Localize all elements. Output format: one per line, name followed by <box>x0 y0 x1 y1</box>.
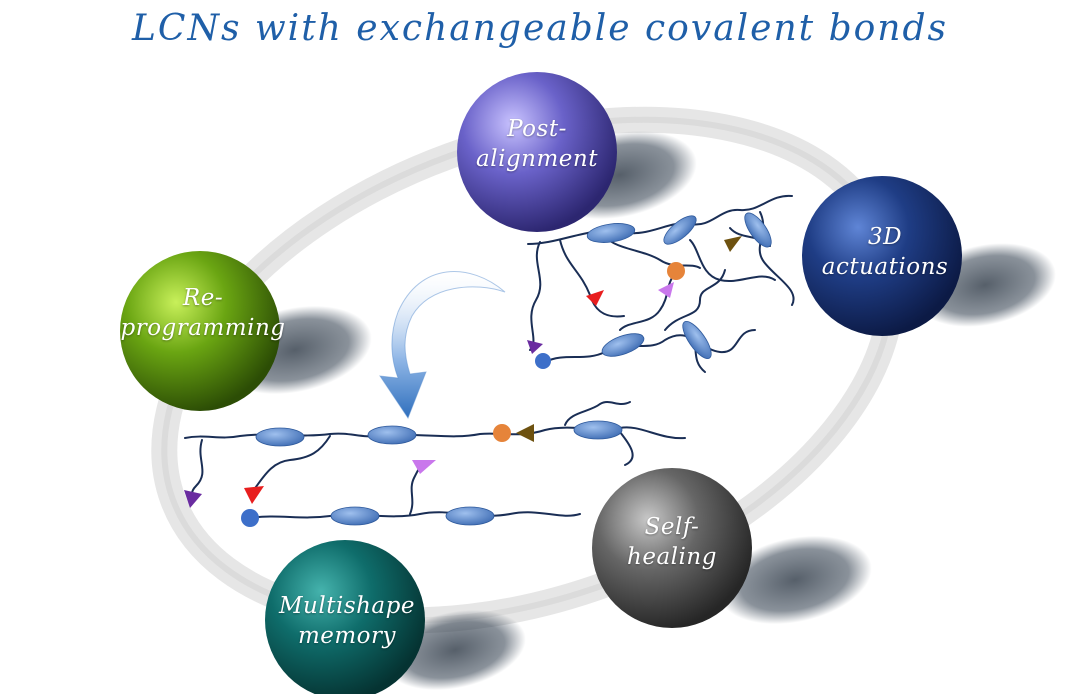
marker-red-bottom <box>244 486 264 504</box>
marker-brown-top <box>724 236 742 252</box>
marker-purple-top <box>527 340 543 354</box>
marker-pink-top <box>658 282 674 298</box>
marker-red-top <box>586 290 604 306</box>
marker-purple-bottom <box>184 490 202 508</box>
node-blue-bottom <box>241 509 259 527</box>
node-orange-bottom <box>493 424 511 442</box>
node-orange-top <box>667 262 685 280</box>
bond-markers <box>184 236 742 527</box>
label-re-programming: Re-programming <box>120 285 286 341</box>
sphere-self-healing <box>592 468 752 628</box>
sphere-post-alignment <box>457 72 617 232</box>
label-self-healing: Self-healing <box>627 514 717 570</box>
label-post-alignment: Post-alignment <box>476 116 598 172</box>
sphere-3d-actuations <box>802 176 962 336</box>
diagram-title: LCNs with exchangeable covalent bonds <box>132 8 948 49</box>
mesogens <box>255 212 772 526</box>
marker-pink-bottom <box>412 460 436 474</box>
sphere-re-programming <box>120 251 280 411</box>
sphere-multishape-memory <box>265 540 425 694</box>
transition-arrow <box>378 271 506 420</box>
marker-brown-bottom <box>516 424 534 442</box>
node-blue-top <box>535 353 551 369</box>
